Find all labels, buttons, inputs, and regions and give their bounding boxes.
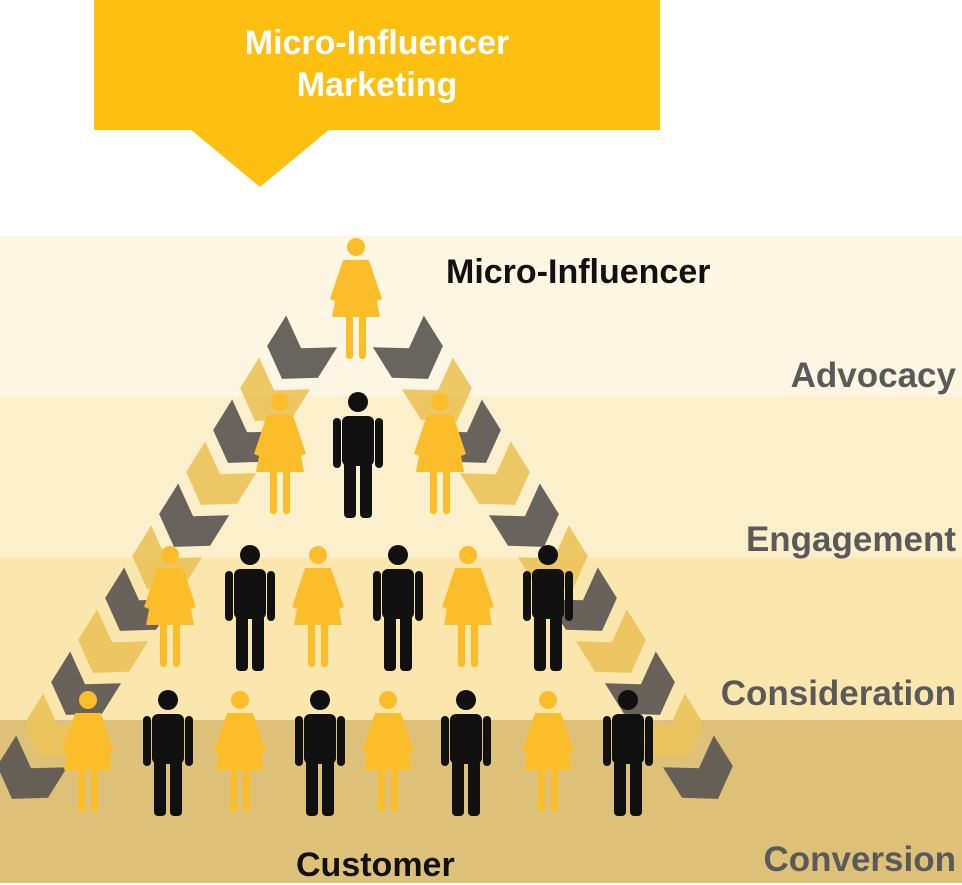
- callout-title-line2: Marketing: [296, 66, 458, 104]
- person-female-r2-c0: [144, 546, 196, 667]
- person-male-r3-c7: [603, 690, 653, 816]
- callout-title: Micro-Influencer Marketing: [94, 22, 660, 106]
- person-male-r3-c3: [295, 690, 345, 816]
- band-advocacy: [0, 236, 962, 396]
- arrow-left-3: [186, 441, 257, 505]
- arrow-right-1: [401, 357, 472, 421]
- arrow-right-10: [662, 735, 733, 799]
- arrow-left-0: [267, 315, 338, 379]
- person-female-r2-c4: [442, 546, 494, 667]
- person-male-r2-c5: [523, 545, 573, 671]
- person-female-r3-c6: [522, 691, 574, 812]
- arrow-right-4: [488, 483, 559, 547]
- arrow-left-7: [78, 609, 149, 673]
- arrow-left-8: [51, 651, 122, 715]
- person-male-r2-c1: [225, 545, 275, 671]
- person-female-r3-c4: [362, 691, 414, 812]
- person-male-r2-c3: [373, 545, 423, 671]
- person-male-r1-c1: [333, 392, 383, 518]
- arrow-right-0: [372, 315, 443, 379]
- person-male-r3-c1: [143, 690, 193, 816]
- callout-box: Micro-Influencer Marketing: [94, 0, 660, 130]
- person-female-r3-c0: [62, 691, 114, 812]
- arrow-left-10: [0, 735, 68, 799]
- stage-label-consideration: Consideration: [720, 674, 956, 713]
- stage-label-engagement: Engagement: [745, 520, 956, 559]
- callout-pointer: [190, 129, 330, 187]
- callout-title-line1: Micro-Influencer: [244, 24, 510, 62]
- person-female-r3-c2: [214, 691, 266, 812]
- arrow-right-3: [459, 441, 530, 505]
- stage-label-advocacy: Advocacy: [790, 356, 956, 395]
- arrow-right-7: [575, 609, 646, 673]
- person-female-r1-c2: [414, 393, 466, 514]
- arrow-left-4: [159, 483, 230, 547]
- apex-label: Micro-Influencer: [446, 253, 711, 291]
- people-pyramid: [62, 238, 653, 816]
- arrow-left-1: [240, 357, 311, 421]
- person-female-r2-c2: [292, 546, 344, 667]
- person-female-r0-c0: [330, 238, 382, 359]
- arrow-right-6: [546, 567, 617, 631]
- person-male-r3-c5: [441, 690, 491, 816]
- stage-label-conversion: Conversion: [763, 840, 956, 879]
- base-label: Customer: [296, 846, 455, 884]
- person-female-r1-c0: [254, 393, 306, 514]
